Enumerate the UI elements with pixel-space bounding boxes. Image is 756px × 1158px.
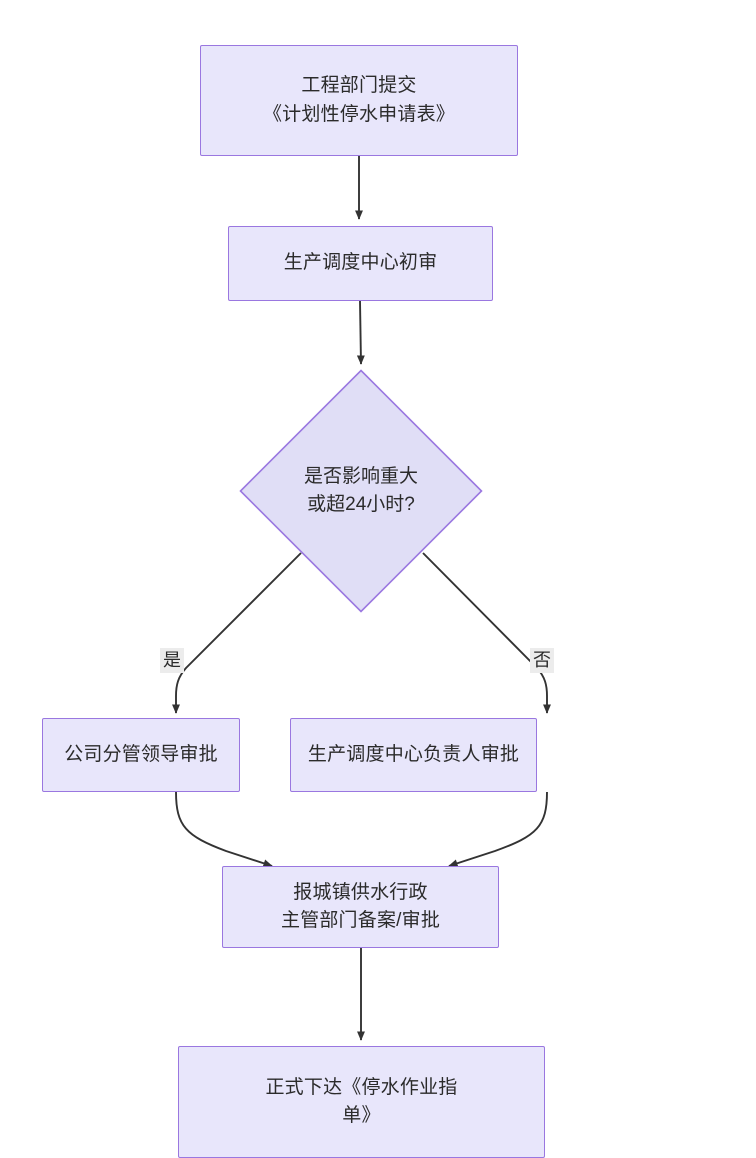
edge-decision-to-company-leader-approval: [172, 552, 302, 714]
edge-first-review-to-decision: [356, 300, 365, 365]
node-decision[interactable]: 是否影响重大 或超24小时?: [239, 369, 483, 613]
node-dispatch-head-approval-label: 生产调度中心负责人审批: [307, 743, 520, 765]
node-issue-order-label: 正式下达《停水作业指 单》: [265, 1076, 458, 1127]
node-first-review[interactable]: 生产调度中心初审: [228, 226, 493, 301]
node-dispatch-head-approval[interactable]: 生产调度中心负责人审批: [290, 718, 537, 792]
edge-label-yes: 是: [160, 648, 184, 673]
edge-label-no-text: 否: [533, 650, 551, 670]
node-decision-label: 是否影响重大 或超24小时?: [303, 465, 418, 516]
node-government-filing-label: 报城镇供水行政 主管部门备案/审批: [280, 881, 441, 932]
edge-label-yes-text: 是: [163, 650, 181, 670]
node-submit[interactable]: 工程部门提交 《计划性停水申请表》: [200, 45, 518, 156]
node-submit-label: 工程部门提交 《计划性停水申请表》: [262, 75, 455, 125]
node-issue-order[interactable]: 正式下达《停水作业指 单》: [178, 1046, 545, 1158]
node-government-filing[interactable]: 报城镇供水行政 主管部门备案/审批: [222, 866, 499, 948]
node-first-review-label: 生产调度中心初审: [283, 252, 438, 274]
edge-dispatch-head-approval-to-government-filing: [448, 791, 548, 868]
diamond-shape: [239, 369, 483, 613]
node-company-leader-approval-label: 公司分管领导审批: [64, 743, 218, 765]
edge-label-no: 否: [530, 648, 554, 673]
edge-company-leader-approval-to-government-filing: [175, 791, 273, 868]
node-company-leader-approval[interactable]: 公司分管领导审批: [42, 718, 240, 792]
